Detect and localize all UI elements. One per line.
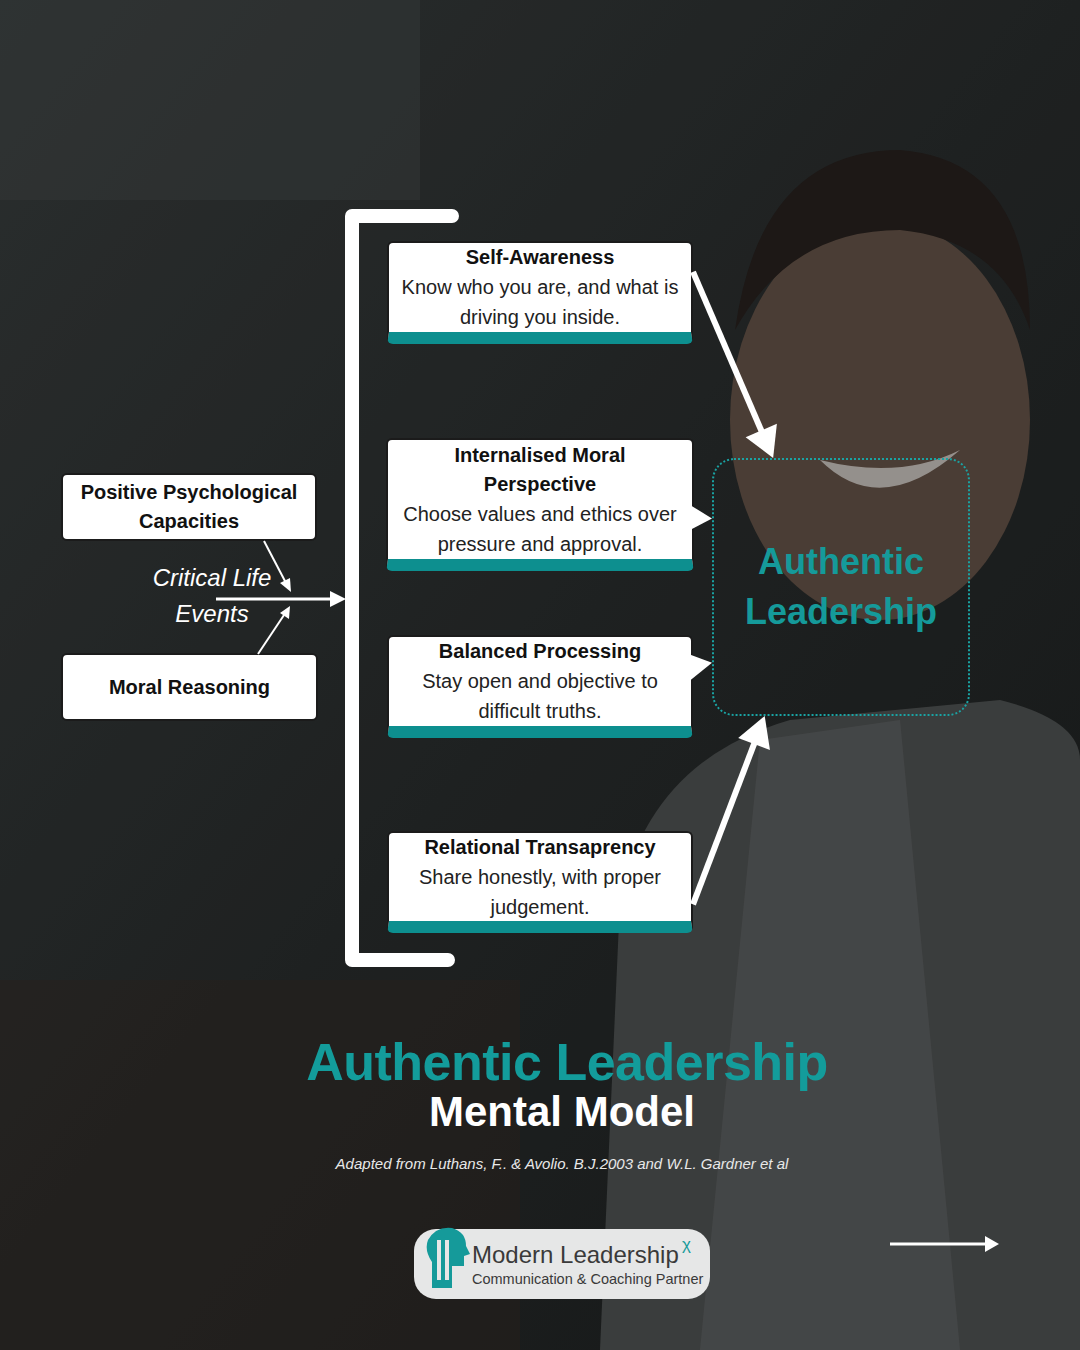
node-heading: Positive Psychological Capacities: [75, 478, 303, 536]
input-box: Moral Reasoning: [61, 653, 318, 721]
arrow-head: [280, 578, 291, 592]
node-text: Choose values and ethics over pressure a…: [400, 499, 680, 559]
node-heading: Internalised Moral Perspective: [435, 441, 645, 499]
connector-line: [693, 272, 764, 438]
arrow-head: [985, 1236, 999, 1252]
component-box: Relational TransaprencyShare honestly, w…: [387, 831, 693, 933]
connector-line: [693, 737, 757, 905]
node-text: Share honestly, with proper judgement.: [401, 862, 679, 922]
arrow-head: [746, 424, 777, 458]
arrow-head: [330, 591, 346, 607]
next-arrow: [890, 1243, 988, 1246]
leader-line: [258, 615, 284, 654]
subtitle: Mental Model: [262, 1088, 862, 1136]
component-box: Internalised Moral PerspectiveChoose val…: [386, 438, 694, 571]
node-text: Stay open and objective to difficult tru…: [401, 666, 679, 726]
outcome-box: Authentic Leadership: [712, 458, 970, 716]
node-heading: Balanced Processing: [439, 637, 641, 666]
arrow-head: [280, 606, 290, 619]
input-box: Positive Psychological Capacities: [61, 473, 317, 541]
node-heading: Modern Leadership: [472, 1241, 679, 1269]
node-text: Communication & Coaching Partner: [472, 1271, 703, 1287]
logo-badge: Modern LeadershipχCommunication & Coachi…: [414, 1229, 710, 1299]
connector-arrow: [693, 272, 777, 458]
component-box: Balanced ProcessingStay open and objecti…: [387, 635, 693, 738]
arrow-head: [738, 716, 770, 750]
node-text: Know who you are, and what is driving yo…: [401, 272, 679, 332]
node-heading: Moral Reasoning: [109, 673, 270, 702]
annotation: Critical Life Events: [148, 560, 276, 632]
node-heading: Authentic Leadership: [714, 537, 968, 638]
node-heading: Relational Transaprency: [424, 833, 655, 862]
component-box: Self-AwarenessKnow who you are, and what…: [387, 241, 693, 344]
node-text: χ: [682, 1235, 691, 1255]
caption: Adapted from Luthans, F.. & Avolio. B.J.…: [162, 1155, 962, 1172]
node-heading: Self-Awareness: [466, 243, 615, 272]
title: Authentic Leadership: [167, 1032, 967, 1092]
connector-arrow: [693, 716, 770, 904]
